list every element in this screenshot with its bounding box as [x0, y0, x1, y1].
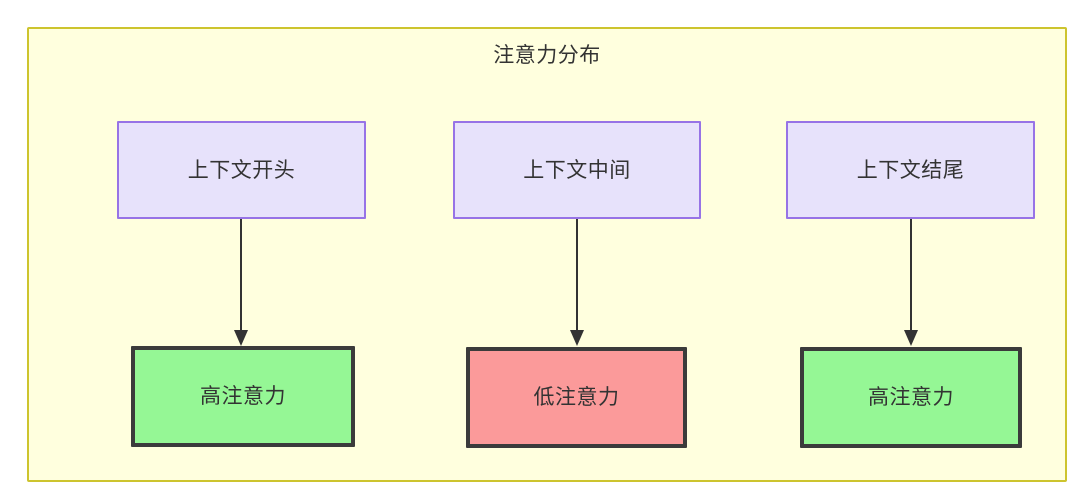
subgraph-title: 注意力分布	[493, 44, 601, 67]
node-label: 上下文中间	[523, 158, 631, 182]
edge-context-middle-to-low-attention	[569, 219, 585, 347]
node-label: 高注意力	[868, 386, 954, 409]
node-attention-low-middle[interactable]: 低注意力	[466, 347, 687, 448]
node-attention-high-start[interactable]: 高注意力	[131, 346, 355, 447]
node-context-start[interactable]: 上下文开头	[117, 121, 366, 219]
subgraph-attention-distribution: 注意力分布 上下文开头 上下文中间 上下文结尾	[27, 27, 1067, 482]
node-label: 高注意力	[200, 385, 286, 408]
edge-context-end-to-high-attention	[903, 219, 919, 347]
arrow-head-icon	[904, 330, 918, 346]
node-label: 低注意力	[533, 386, 620, 409]
arrow-head-icon	[234, 330, 248, 346]
node-context-middle[interactable]: 上下文中间	[453, 121, 701, 219]
node-label: 上下文结尾	[856, 158, 965, 182]
edge-context-start-to-high-attention	[233, 219, 249, 347]
arrow-head-icon	[570, 330, 584, 346]
node-attention-high-end[interactable]: 高注意力	[800, 347, 1022, 448]
node-label: 上下文开头	[187, 158, 296, 182]
node-context-end[interactable]: 上下文结尾	[786, 121, 1035, 219]
